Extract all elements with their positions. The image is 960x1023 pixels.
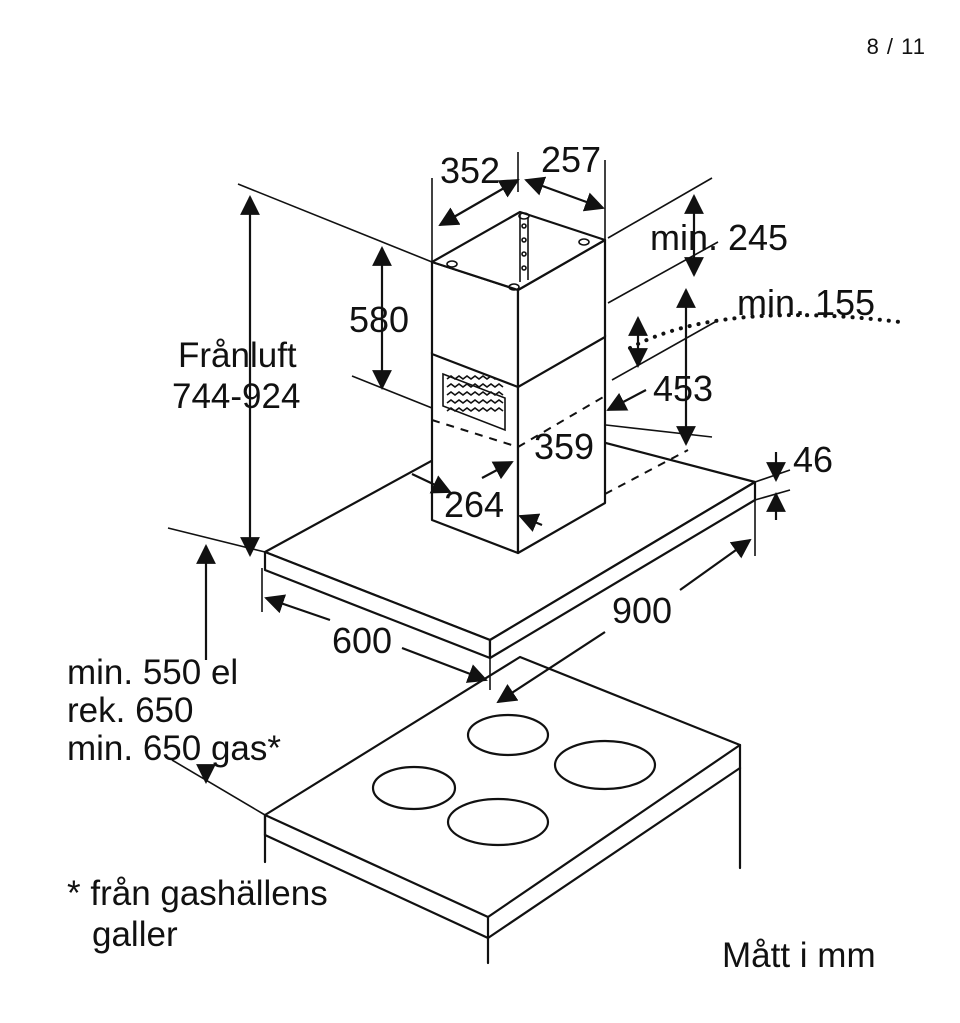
arrow-900-right [679,538,752,591]
exhaust-title: Frånluft [178,336,297,375]
dim-264-label: 264 [444,484,504,525]
burner-back [466,713,550,757]
arrow-900-left [496,631,606,704]
exhaust-range: 744-924 [172,377,300,416]
dimension-labels: 352 257 580 min. 245 min. 155 453 359 26… [332,139,875,661]
arrow-352 [438,179,520,226]
upper-chimney [430,210,607,389]
burner-right [553,739,657,791]
mounting-bracket [446,212,590,291]
extension-lines [167,152,902,816]
arrow-264-c [518,513,543,532]
dim-600-label: 600 [332,620,392,661]
cooktop-top-surface [263,655,742,919]
arrow-257 [524,176,605,212]
dim-453-label: 453 [653,368,713,409]
footnote-line-2: galler [92,915,178,954]
dim-257-label: 257 [541,139,601,180]
arrow-264-b [411,473,452,494]
dim-359-label: 359 [534,426,594,467]
footnote-line-1: * från gashällens [67,874,328,913]
dimension-arrows [196,176,786,784]
dim-min-245-label: min. 245 [650,217,788,258]
arrow-600-right [401,646,488,683]
distance-line-2: rek. 650 [67,691,193,730]
notes: Frånluft 744-924 min. 550 el rek. 650 mi… [67,336,876,975]
dim-900-label: 900 [612,590,672,631]
dim-min-155-label: min. 155 [737,282,875,323]
page-number: 8 / 11 [866,34,926,59]
arrow-264-a [481,461,514,480]
distance-line-1: min. 550 el [67,653,238,692]
burner-left [371,765,457,811]
units-note: Mått i mm [722,936,876,975]
dim-580-label: 580 [349,299,409,340]
arrow-600-left [264,594,331,622]
burner-front [446,797,550,847]
cooktop [263,655,742,965]
vent-grille [442,372,506,432]
distance-line-3: min. 650 gas* [67,729,281,768]
dim-46-label: 46 [793,439,833,480]
dim-352-label: 352 [440,150,500,191]
arrow-359 [606,389,647,411]
